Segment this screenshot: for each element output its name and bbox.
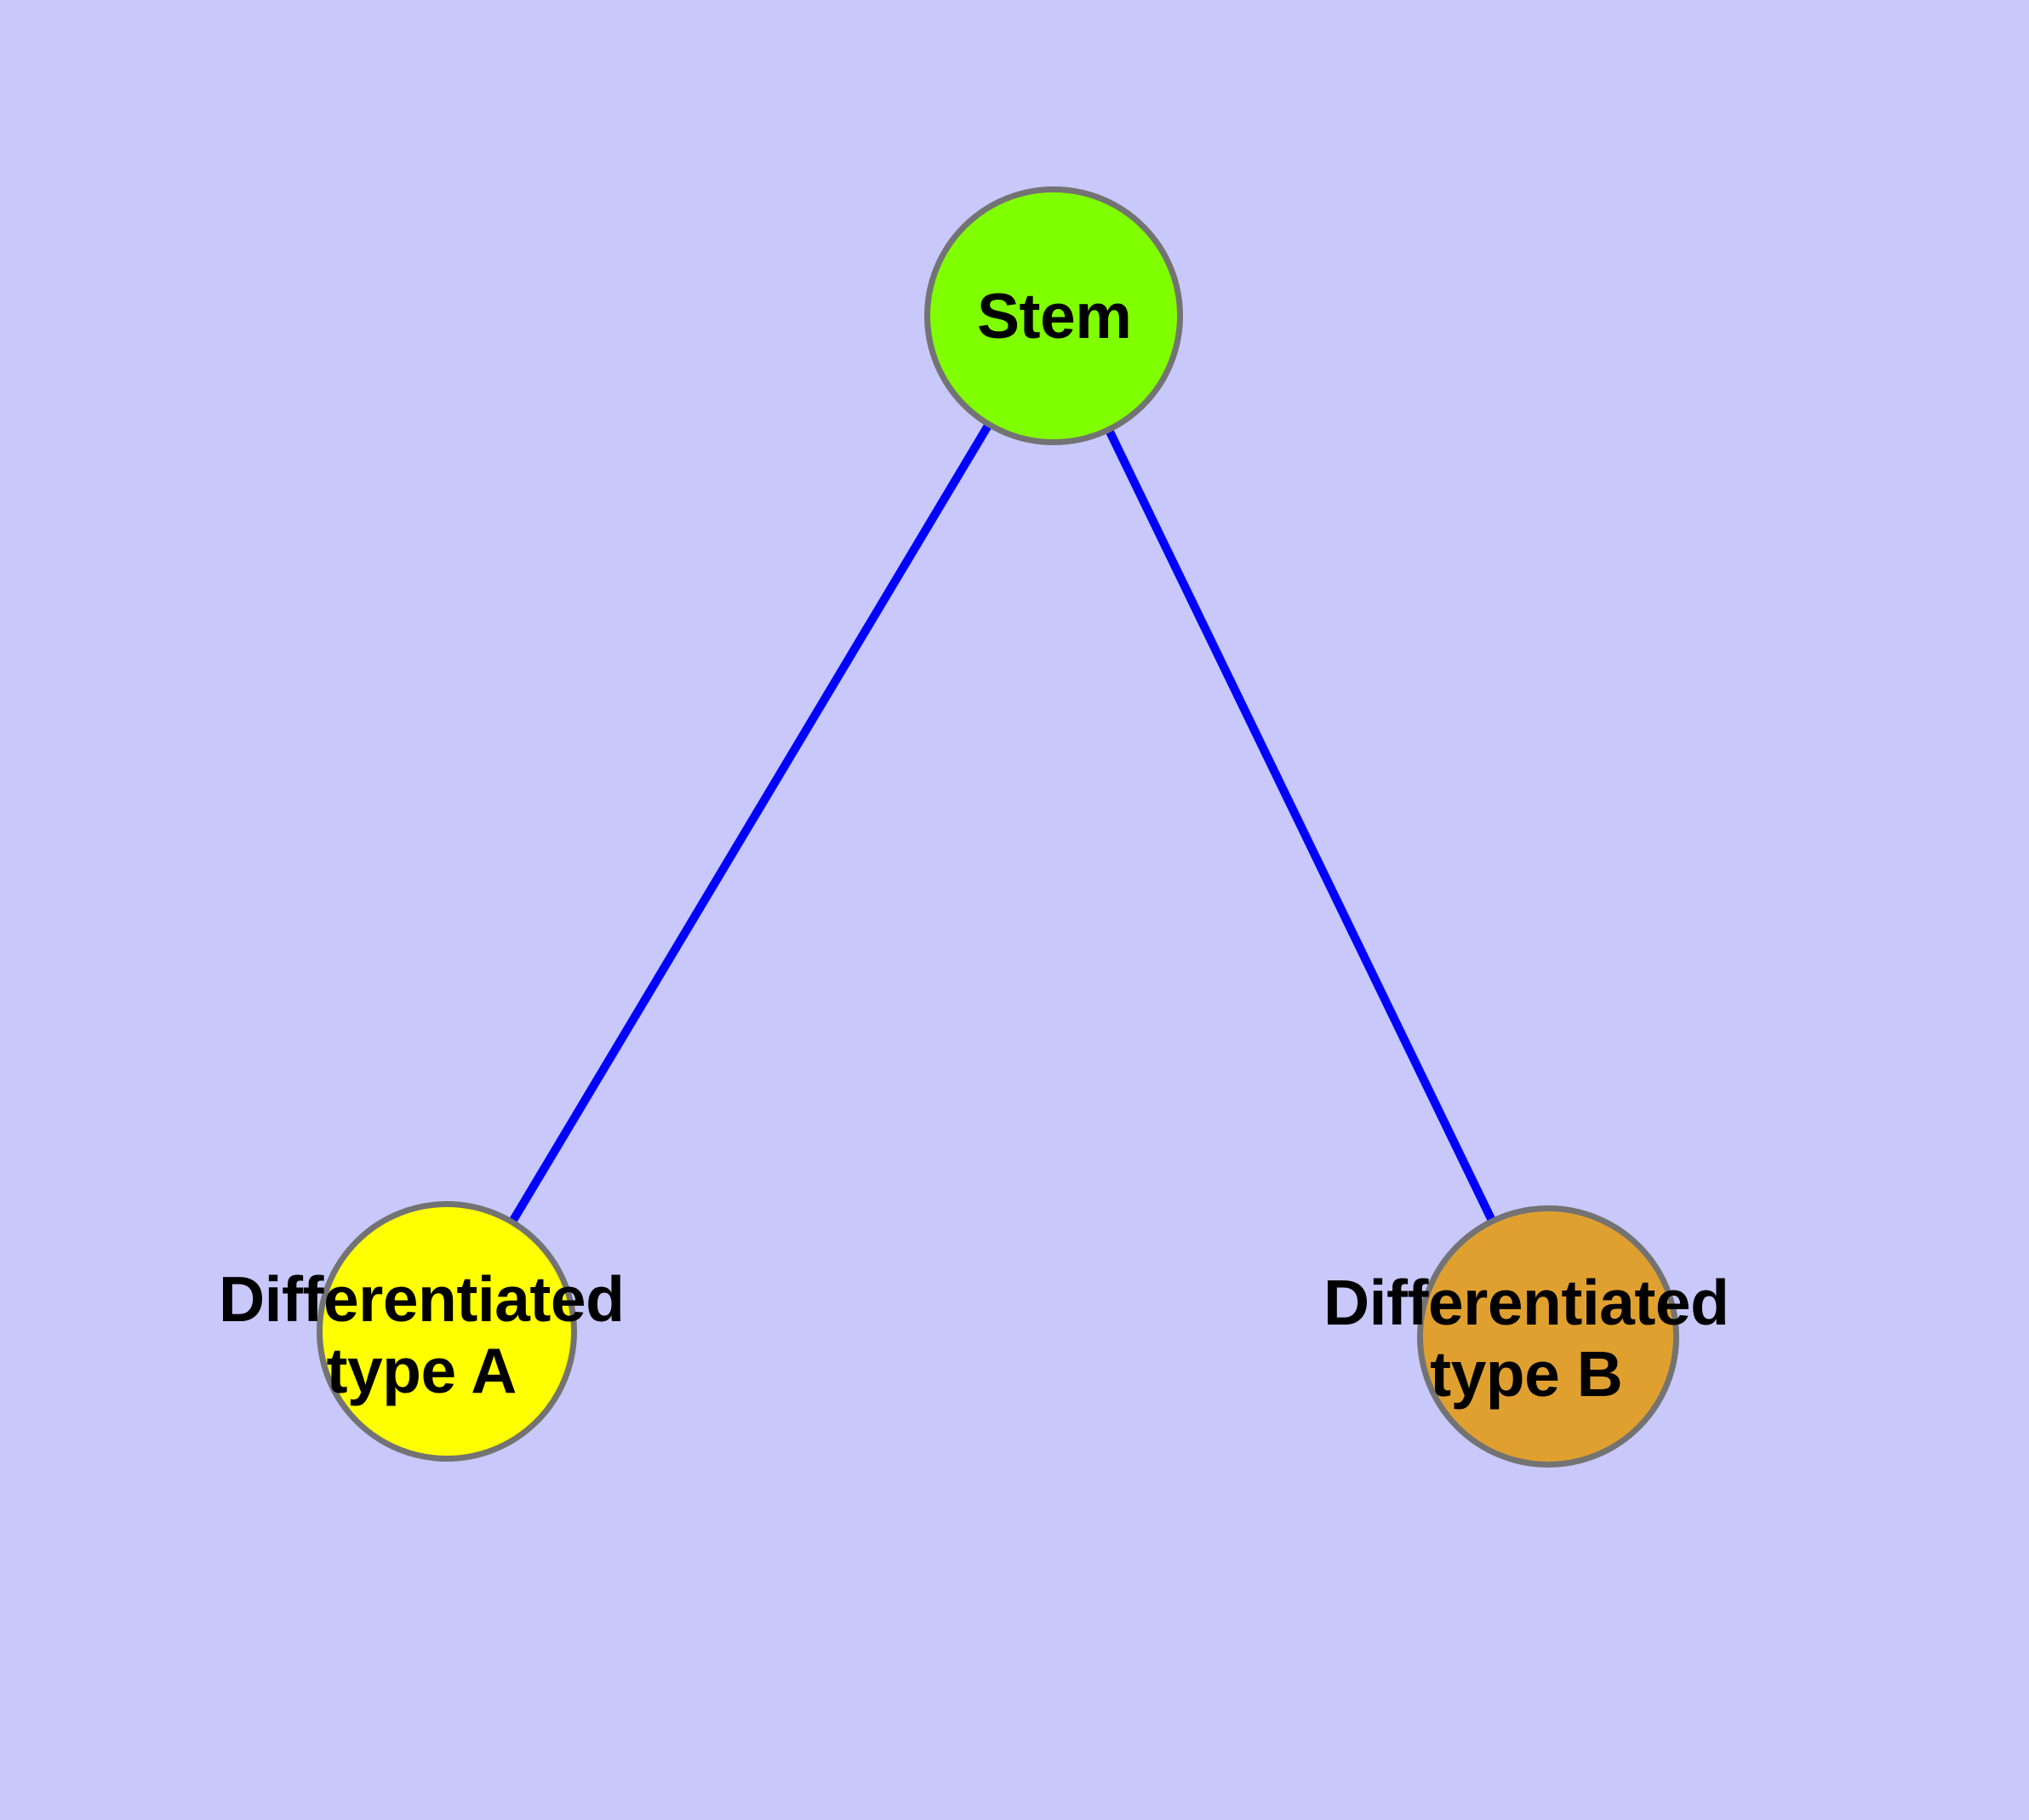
graph-node-diff_b[interactable] xyxy=(1417,1205,1679,1468)
graph-node-diff_a[interactable] xyxy=(317,1201,577,1462)
graph-edge[interactable] xyxy=(1105,427,1497,1224)
graph-node-label-diff_b: Differentiated type B xyxy=(1323,1267,1729,1410)
graph-edge[interactable] xyxy=(508,421,993,1225)
graph-node-label-diff_a: Differentiated type A xyxy=(219,1263,625,1406)
graph-node-label-stem: Stem xyxy=(977,280,1132,352)
graph-node-stem[interactable] xyxy=(924,186,1183,445)
